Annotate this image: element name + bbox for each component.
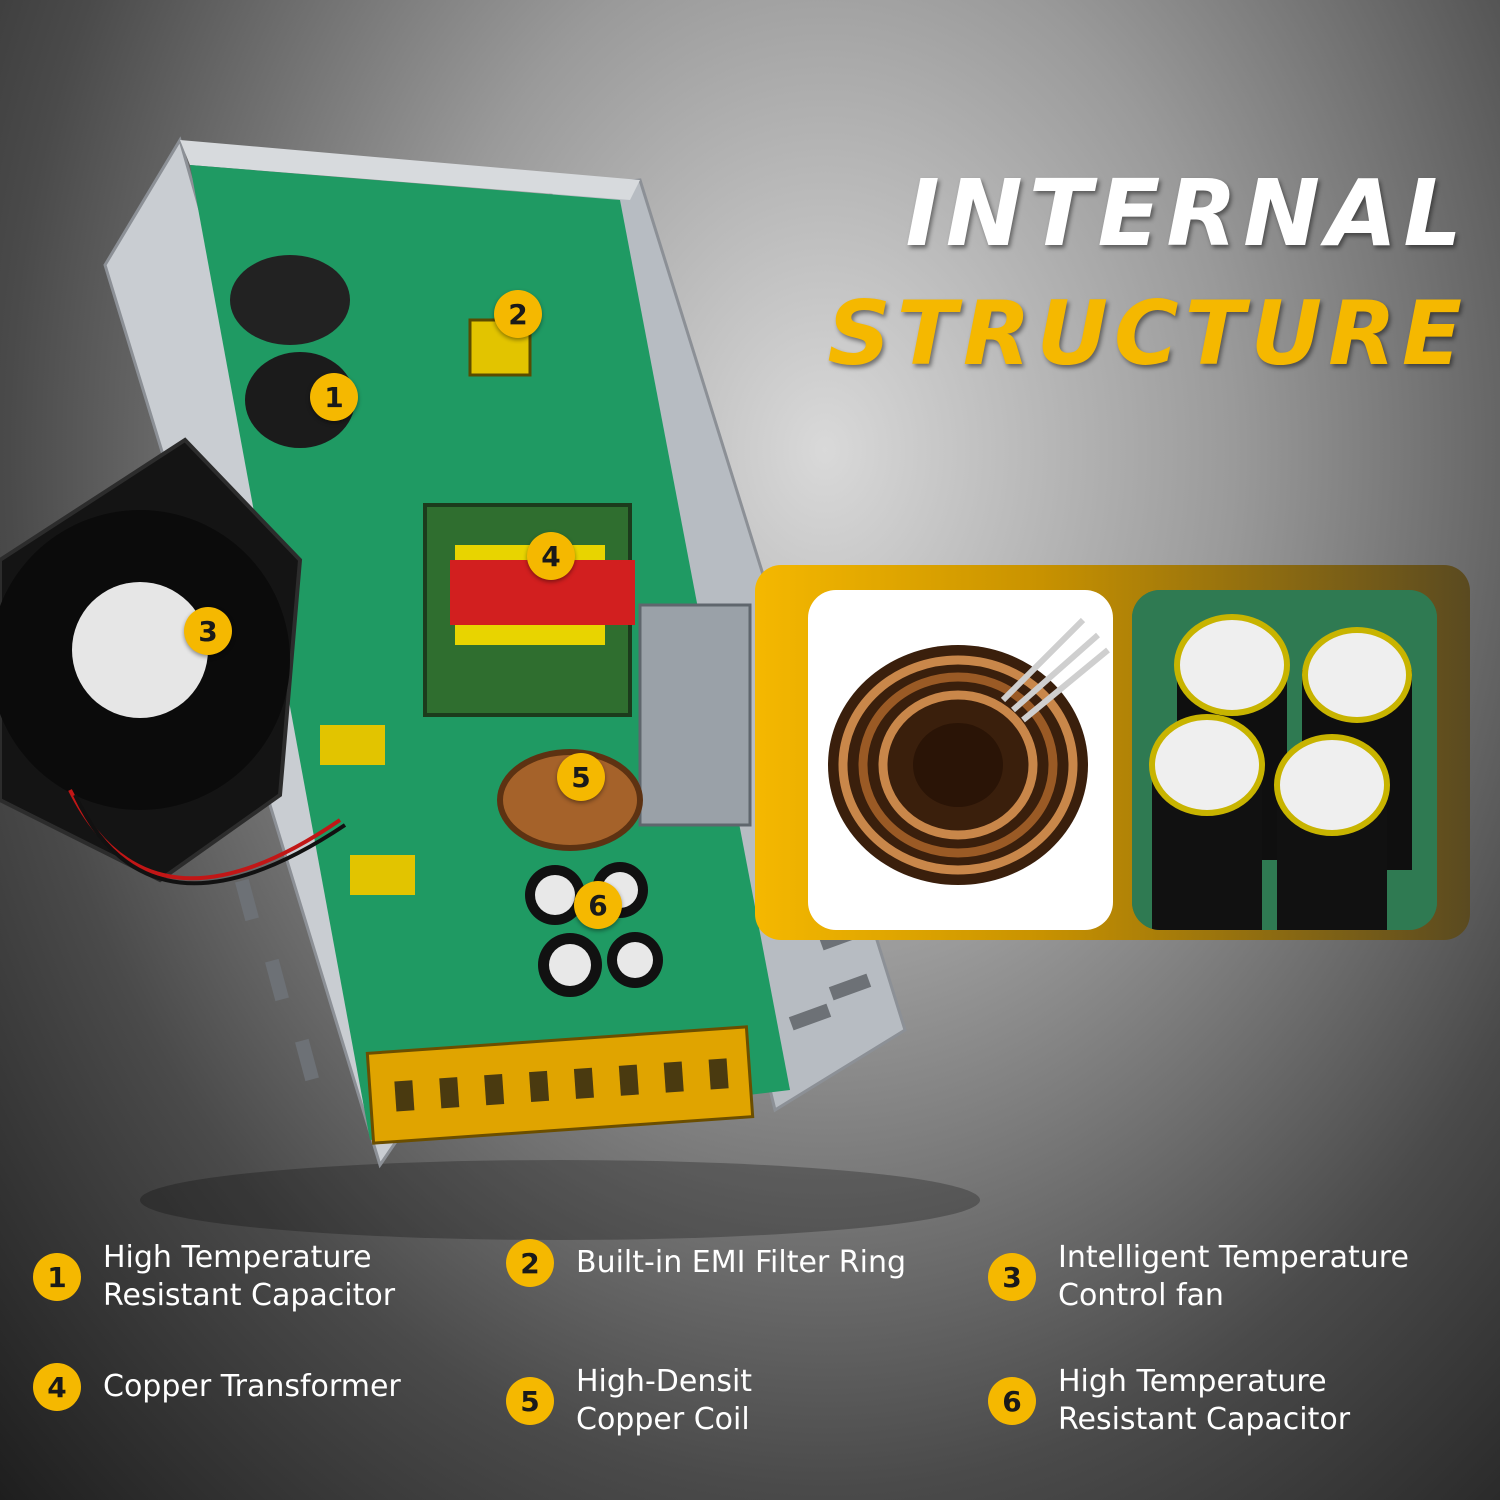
heatsink — [638, 603, 752, 827]
legend-label-line2: Resistant Capacitor — [103, 1278, 396, 1313]
title-internal: INTERNAL — [905, 160, 1468, 267]
title-structure: STRUCTURE — [827, 282, 1468, 385]
legend-item-4: 4 Copper Transformer — [33, 1363, 463, 1411]
legend-label-line1: Built-in EMI Filter Ring — [576, 1245, 907, 1280]
legend-label-line1: High Temperature — [103, 1240, 372, 1275]
legend-badge: 3 — [988, 1253, 1036, 1301]
toroid-coil-photo — [808, 590, 1113, 930]
callout-badge-4: 4 — [527, 532, 575, 580]
legend-label: High Temperature Resistant Capacitor — [103, 1239, 463, 1315]
legend-badge: 4 — [33, 1363, 81, 1411]
capacitors-photo — [1132, 590, 1437, 930]
callout-badge-6: 6 — [574, 881, 622, 929]
legend-label: High-Densit Copper Coil — [576, 1363, 936, 1439]
legend-label-line1: High-Densit — [576, 1364, 753, 1399]
copper-coil — [497, 749, 643, 851]
terminal-block — [365, 1025, 755, 1145]
legend-item-5: 5 High-Densit Copper Coil — [506, 1363, 936, 1439]
legend-item-2: 2 Built-in EMI Filter Ring — [506, 1239, 936, 1287]
capacitor-cluster — [525, 862, 663, 997]
legend-label-line2: Control fan — [1058, 1278, 1224, 1313]
component-legend: 1 High Temperature Resistant Capacitor 2… — [0, 1225, 1500, 1485]
legend-item-6: 6 High Temperature Resistant Capacitor — [988, 1363, 1418, 1439]
callout-badge-3: 3 — [184, 607, 232, 655]
legend-label-line1: Copper Transformer — [103, 1369, 401, 1404]
legend-badge: 6 — [988, 1377, 1036, 1425]
legend-label-line2: Copper Coil — [576, 1402, 750, 1437]
legend-label: Built-in EMI Filter Ring — [576, 1244, 936, 1282]
legend-badge: 2 — [506, 1239, 554, 1287]
callout-badge-5: 5 — [557, 753, 605, 801]
legend-label-line1: Intelligent Temperature — [1058, 1240, 1409, 1275]
legend-label: High Temperature Resistant Capacitor — [1058, 1363, 1418, 1439]
vent-slots — [235, 878, 872, 1082]
legend-label: Copper Transformer — [103, 1368, 463, 1406]
legend-badge: 5 — [506, 1377, 554, 1425]
callout-badge-2: 2 — [494, 290, 542, 338]
legend-item-3: 3 Intelligent Temperature Control fan — [988, 1239, 1418, 1315]
legend-label-line1: High Temperature — [1058, 1364, 1327, 1399]
legend-item-1: 1 High Temperature Resistant Capacitor — [33, 1239, 463, 1315]
legend-label-line2: Resistant Capacitor — [1058, 1402, 1351, 1437]
callout-badge-1: 1 — [310, 373, 358, 421]
legend-label: Intelligent Temperature Control fan — [1058, 1239, 1418, 1315]
legend-badge: 1 — [33, 1253, 81, 1301]
cooling-fan — [0, 437, 347, 886]
